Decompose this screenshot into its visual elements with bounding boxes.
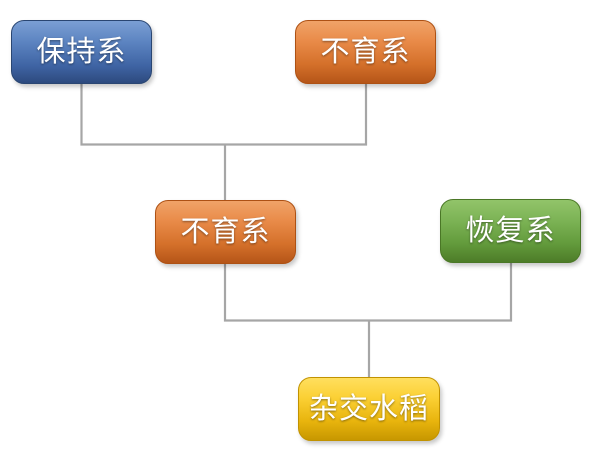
connector-maintainer-to-sterile-middle — [80, 84, 225, 146]
connector-sterile-middle-to-hybrid — [223, 264, 369, 322]
node-hybrid-rice[interactable]: 杂交水稻 — [298, 377, 440, 441]
node-maintainer-line[interactable]: 保持系 — [11, 20, 152, 84]
node-sterile-line-top[interactable]: 不育系 — [295, 20, 436, 84]
connector-sterile-top-to-sterile-middle — [225, 84, 368, 146]
connector-restorer-to-hybrid — [369, 263, 513, 322]
node-sterile-line-middle[interactable]: 不育系 — [155, 200, 296, 264]
node-restorer-line[interactable]: 恢复系 — [440, 199, 581, 263]
node-label-sterile-line-top: 不育系 — [320, 33, 411, 68]
node-label-maintainer-line: 保持系 — [36, 33, 127, 68]
node-label-restorer-line: 恢复系 — [465, 212, 556, 247]
node-label-sterile-line-middle: 不育系 — [180, 213, 271, 248]
node-label-hybrid-rice: 杂交水稻 — [308, 390, 429, 425]
